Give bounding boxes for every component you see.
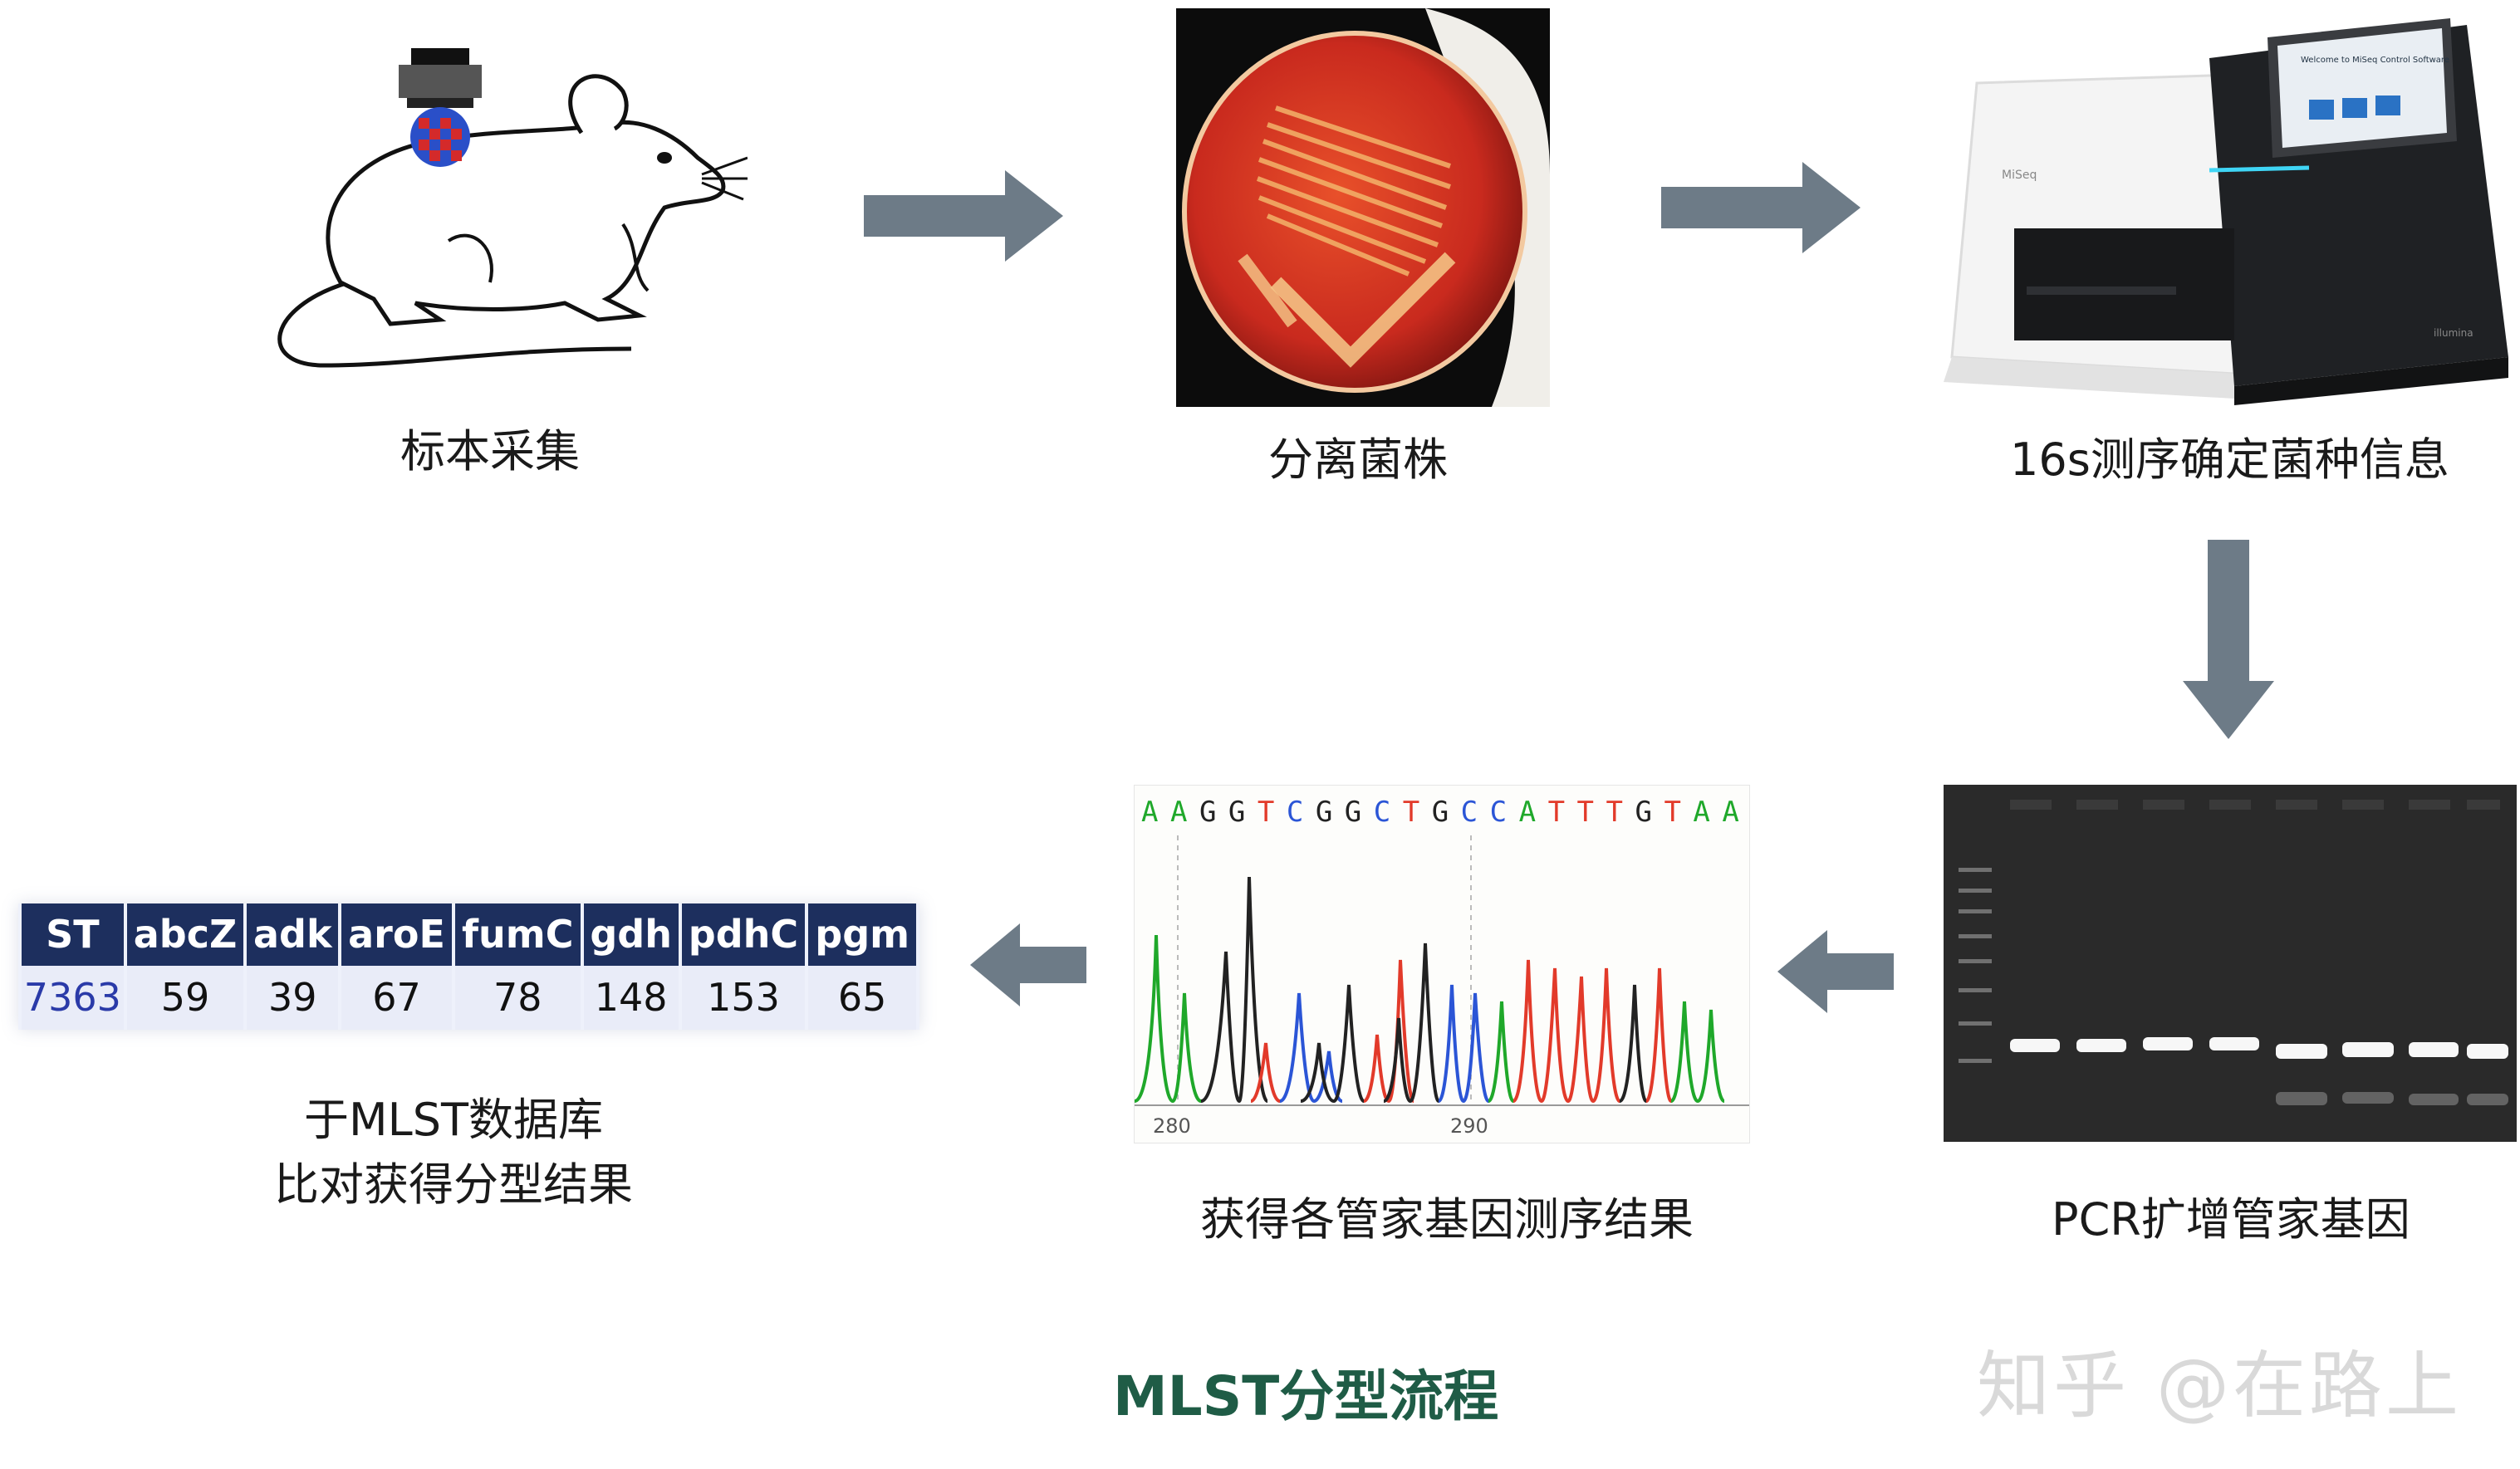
table-cell: 65 [808, 965, 916, 1030]
maker-label: illumina [2434, 327, 2473, 339]
column-header: adk [247, 903, 339, 966]
column-header: pgm [808, 903, 916, 966]
sequencing-chromatogram: A A G G T C G G C T G C C A T T T G T A … [1134, 785, 1750, 1143]
watermark: 知乎 @在路上 [1977, 1343, 2462, 1428]
table-cell: 39 [247, 965, 339, 1030]
step-label-line1: 于MLST数据库 [304, 1094, 603, 1146]
base-call: G [1199, 796, 1217, 829]
page-title: MLST分型流程 [1113, 1364, 1499, 1428]
mlst-result-table: ST abcZ adk aroE fumC gdh pdhC pgm 7363 … [18, 903, 919, 1030]
table-header-row: ST abcZ adk aroE fumC gdh pdhC pgm [22, 903, 916, 966]
sequencer-instrument: Welcome to MiSeq Control Software MiSeq … [1935, 8, 2517, 407]
column-header: ST [22, 903, 124, 966]
base-call: C [1460, 796, 1478, 829]
base-call: C [1373, 796, 1391, 829]
base-call: C [1489, 796, 1508, 829]
pcr-gel-image [1944, 785, 2517, 1142]
step-label-gene-sequencing: 获得各管家基因测序结果 [1200, 1193, 1694, 1246]
base-calls: A A G G T C G G C T G C C A T T T G T A … [1141, 796, 1739, 829]
step-label-sampling: 标本采集 [400, 425, 580, 477]
arrow-right-1 [864, 170, 1067, 262]
base-call: T [1576, 796, 1595, 829]
base-call: A [1693, 796, 1710, 829]
agar-plate-photo [1176, 8, 1550, 407]
base-call: T [1257, 796, 1275, 829]
column-header: aroE [341, 903, 452, 966]
table-cell: 67 [341, 965, 452, 1030]
brand-label: MiSeq [2002, 169, 2037, 182]
base-call: G [1344, 796, 1362, 829]
column-header: fumC [454, 903, 581, 966]
base-call: A [1141, 796, 1159, 829]
table-cell: 153 [681, 965, 806, 1030]
step-label-line2: 比对获得分型结果 [274, 1158, 633, 1212]
base-call: A [1169, 796, 1188, 829]
arrow-left-2 [970, 923, 1086, 1006]
base-call: T [1664, 796, 1681, 829]
step-label-isolation: 分离菌株 [1268, 433, 1448, 486]
column-header: gdh [583, 903, 679, 966]
base-call: G [1228, 796, 1246, 829]
axis-tick-290: 290 [1450, 1114, 1488, 1138]
arrow-down [2183, 540, 2274, 743]
base-call: G [1635, 796, 1652, 829]
column-header: abcZ [126, 903, 244, 966]
arrow-left-1 [1777, 930, 1894, 1013]
screen-text: Welcome to MiSeq Control Software [2301, 56, 2449, 65]
column-header: pdhC [681, 903, 806, 966]
mouse-illustration [249, 33, 748, 382]
base-call: T [1547, 796, 1566, 829]
step-label-pcr: PCR扩增管家基因 [2052, 1193, 2410, 1246]
base-call: G [1315, 796, 1333, 829]
axis-tick-280: 280 [1153, 1114, 1191, 1138]
base-call: T [1402, 796, 1420, 829]
table-cell: 78 [454, 965, 581, 1030]
base-call: G [1431, 796, 1449, 829]
table-row: 7363 59 39 67 78 148 153 65 [22, 965, 916, 1030]
step-label-mlst-database: 于MLST数据库 比对获得分型结果 [274, 1088, 633, 1218]
base-call: A [1518, 796, 1537, 829]
base-call: A [1722, 796, 1739, 829]
base-call: C [1286, 796, 1304, 829]
step-label-16s-sequencing: 16s测序确定菌种信息 [2010, 433, 2449, 486]
table-cell: 148 [583, 965, 679, 1030]
arrow-right-2 [1661, 162, 1865, 253]
table-cell: 59 [126, 965, 244, 1030]
table-cell-st: 7363 [22, 965, 124, 1030]
base-call: T [1606, 796, 1623, 829]
